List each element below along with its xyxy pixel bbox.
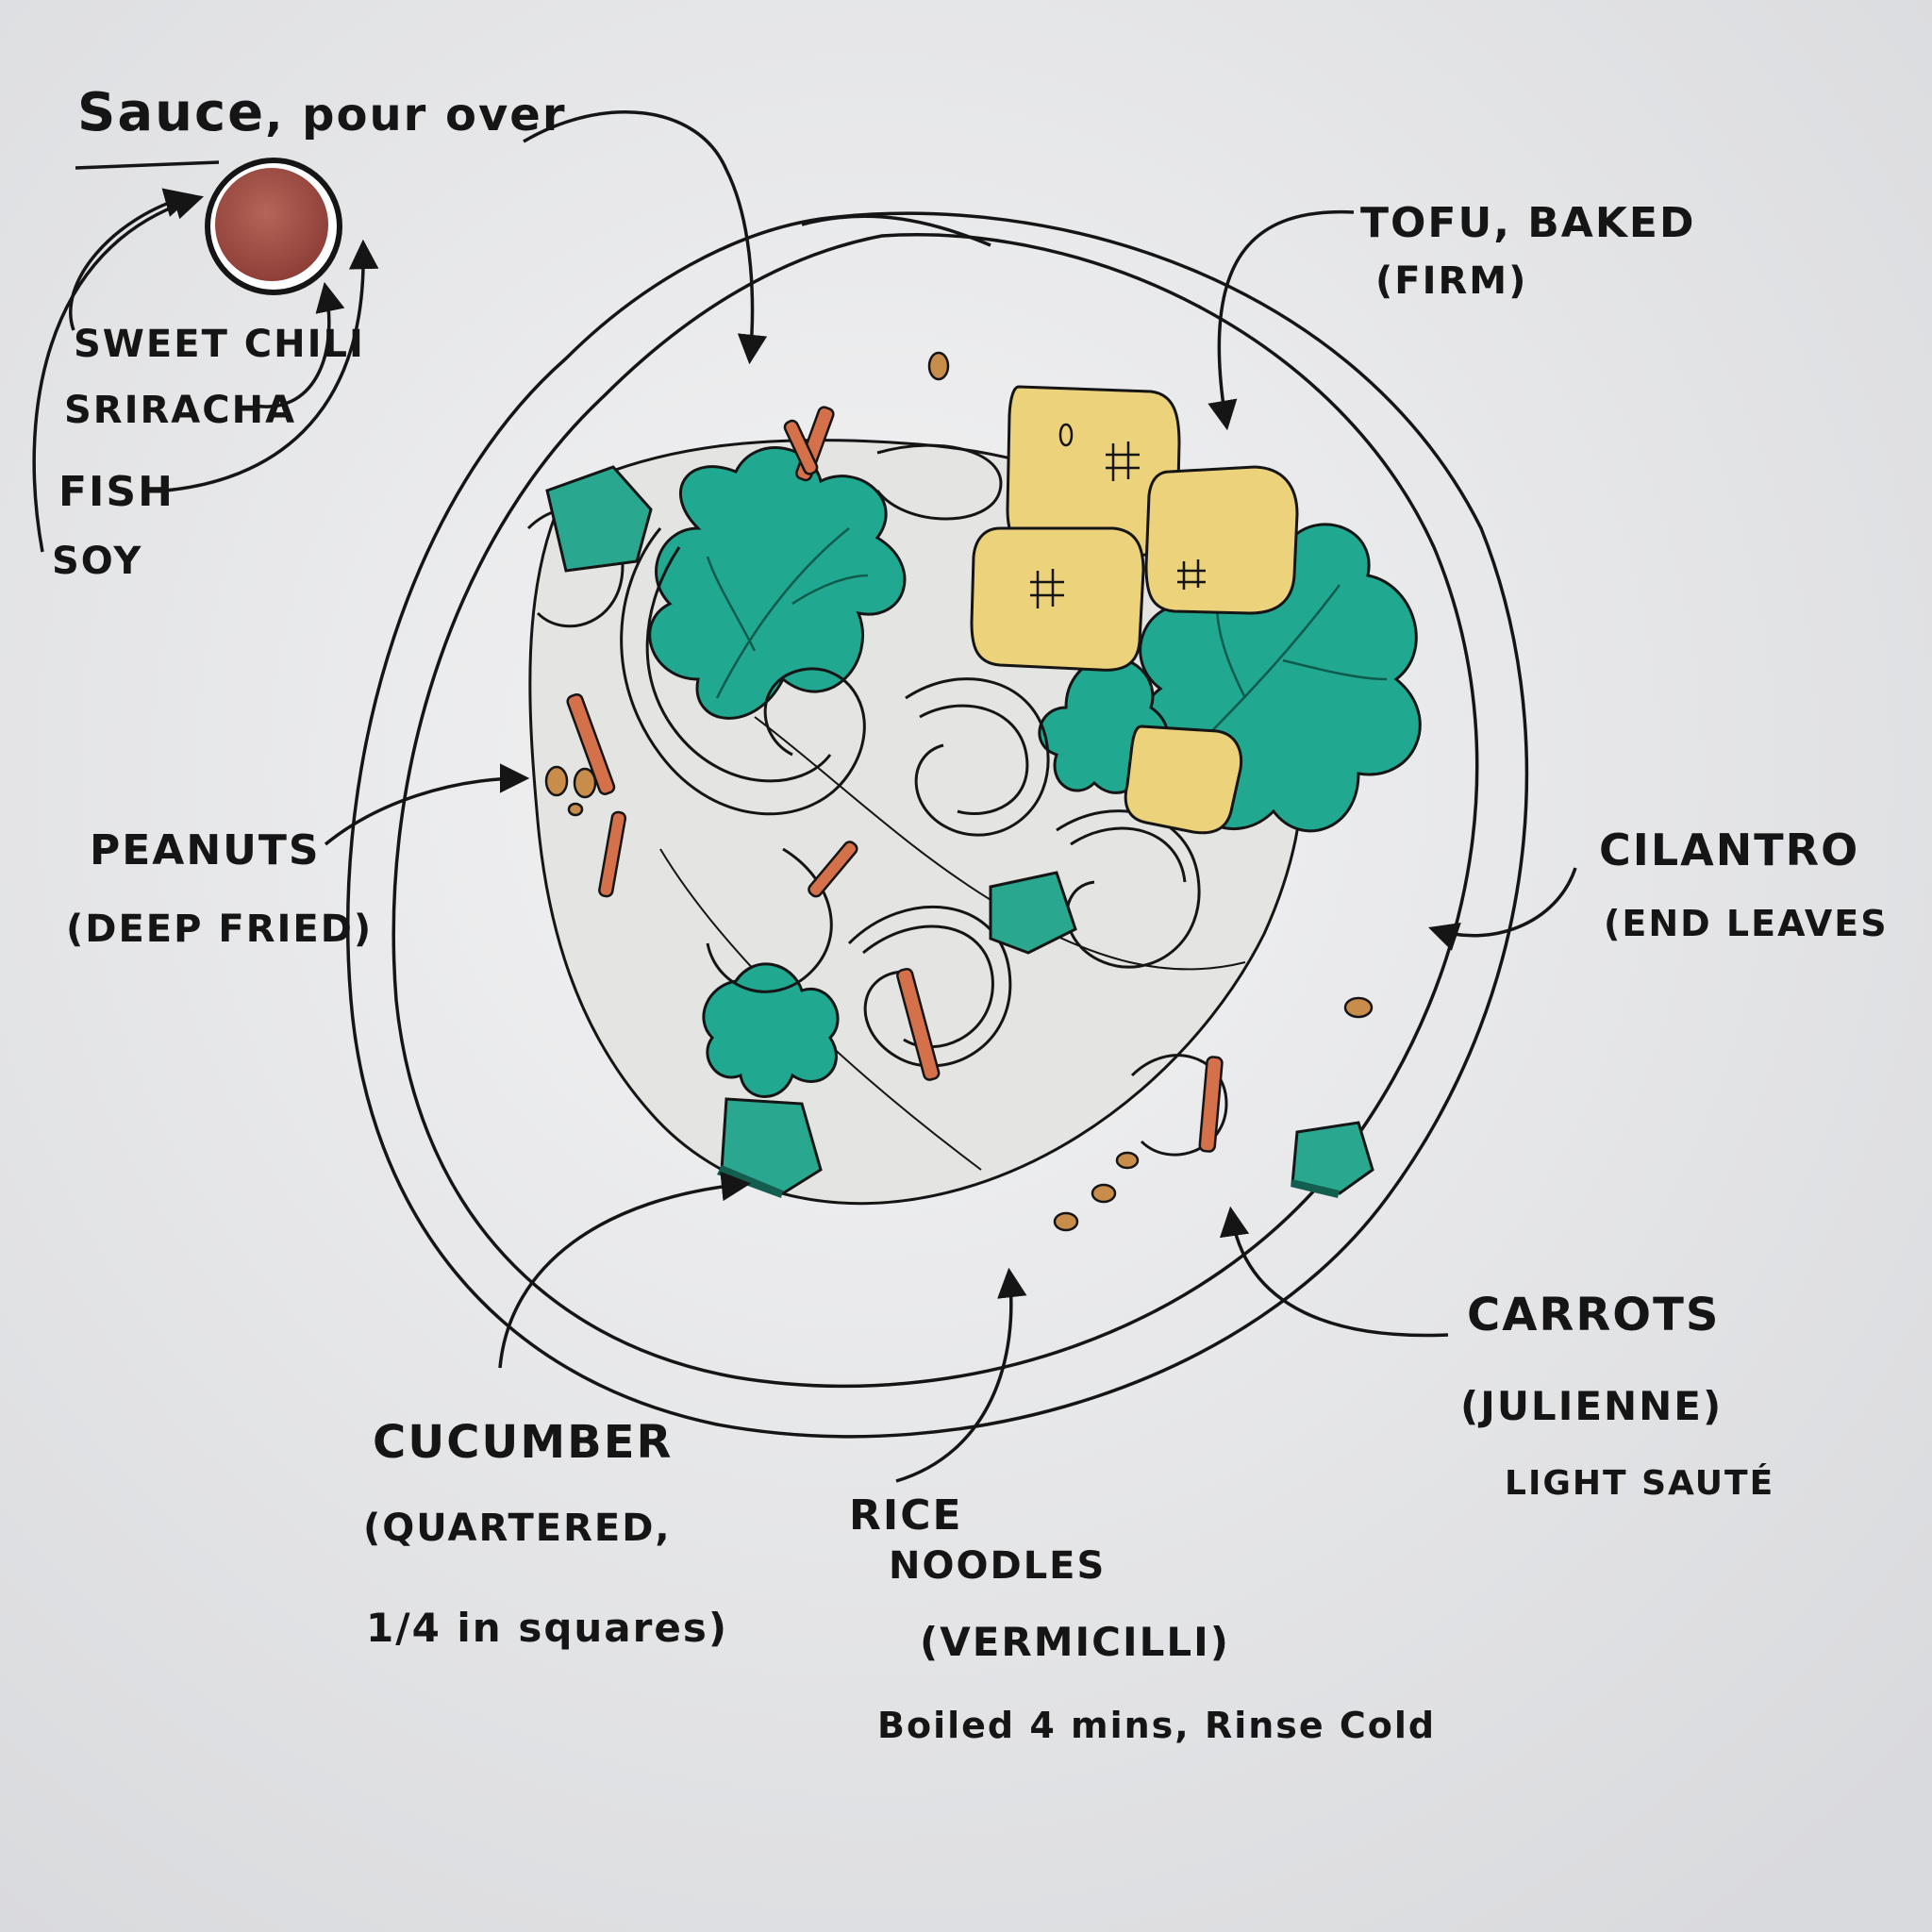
label-rice-noodles-prep: Boiled 4 mins, Rinse Cold [877, 1705, 1437, 1746]
arrow-fish [164, 239, 379, 492]
sauce-title: Sauce, pour over [77, 87, 567, 140]
label-carrots-prep: Light Sauté [1505, 1464, 1775, 1503]
label-rice-noodles-note: (Vermicilli) [920, 1619, 1230, 1665]
sauce-label: Sauce [77, 82, 266, 143]
label-carrots-note: (Julienne) [1460, 1383, 1724, 1429]
arrow-tofu [1208, 209, 1355, 431]
label-cilantro-note: (End Leaves [1604, 903, 1889, 944]
sauce-cup [205, 158, 342, 295]
arrow-sauce [523, 110, 768, 365]
label-tofu-note: (Firm) [1375, 259, 1528, 303]
label-peanuts-note: (Deep Fried) [66, 908, 374, 951]
sauce-underline [75, 160, 220, 170]
tofu-grill-marks [1030, 423, 1206, 608]
label-cilantro: Cilantro [1599, 824, 1860, 875]
annotation-arrows [32, 110, 1577, 1483]
label-cucumber: Cucumber [373, 1416, 674, 1469]
sauce-ingredient-sweet-chili: Sweet Chili [74, 323, 365, 366]
arrow-peanuts [324, 763, 530, 846]
peanuts [544, 351, 1374, 1232]
sauce-ingredient-sriracha: Sriracha [64, 389, 297, 432]
label-tofu: Tofu, Baked [1360, 199, 1696, 247]
label-peanuts: Peanuts [90, 826, 321, 874]
label-noodles: Noodles [889, 1544, 1107, 1588]
julienne-carrots [566, 406, 1224, 1153]
label-rice: Rice [849, 1491, 963, 1540]
sauce-ingredient-soy: Soy [52, 540, 143, 583]
sauce-ingredient-fish: Fish [58, 468, 175, 516]
label-cucumber-note-2: 1/4 in squares) [366, 1605, 729, 1651]
arrow-sweet-chili [69, 188, 195, 331]
arrow-carrots [1219, 1206, 1449, 1338]
arrow-sriracha [254, 281, 345, 408]
arrow-cucumber [498, 1171, 752, 1369]
arrow-rice-noodles [895, 1267, 1027, 1483]
bowl-outline [345, 211, 1529, 1439]
arrow-soy [32, 191, 205, 553]
label-cucumber-note-1: (Quartered, [363, 1507, 672, 1550]
arrow-cilantro [1428, 867, 1577, 951]
cucumber-pieces [545, 465, 1374, 1195]
label-carrots: Carrots [1467, 1289, 1721, 1341]
sauce-pour-over: , pour over [265, 89, 567, 142]
